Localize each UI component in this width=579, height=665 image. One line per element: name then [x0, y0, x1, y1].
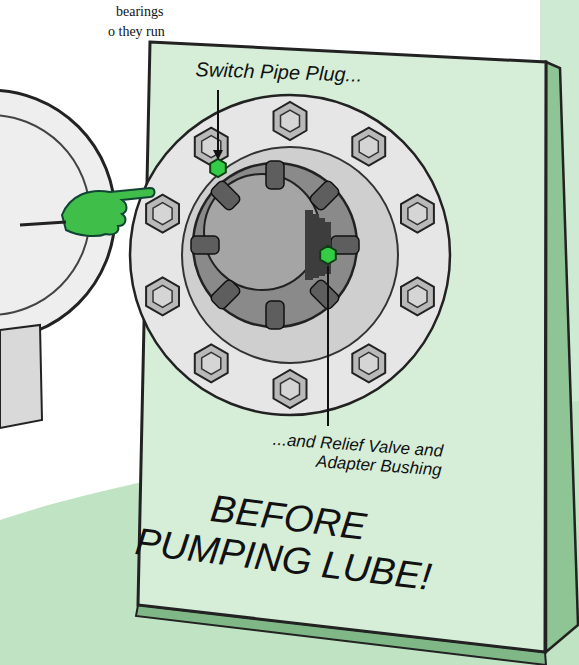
lug-nut-face: [153, 203, 172, 225]
relief-valve: [320, 246, 336, 264]
arm: [20, 222, 66, 225]
sign-back-leg: [546, 62, 578, 652]
pointing-hand: [62, 188, 155, 236]
lug-nut: [146, 195, 179, 233]
hub-cap: [204, 174, 320, 290]
leader-line: [327, 266, 329, 426]
pipe-plug: [210, 159, 226, 177]
lug-nut-face: [281, 110, 300, 132]
lug-nut: [401, 195, 434, 233]
lug-nut: [352, 128, 385, 166]
lug-nut-face: [281, 378, 300, 400]
lug-nut-face: [153, 285, 172, 307]
hub-bolt: [308, 278, 341, 311]
lug-nut-face: [359, 136, 378, 158]
wheel-hub: [130, 95, 450, 415]
hub-bolt: [209, 278, 242, 311]
body-text: bearings: [116, 4, 206, 19]
hub-bolt: [266, 301, 284, 329]
lug-nut-face: [359, 352, 378, 374]
lug-nut: [401, 277, 434, 315]
lug-nut-face: [408, 285, 427, 307]
lug-nut: [195, 344, 228, 382]
hub-bolt: [191, 236, 219, 254]
arrow-line: [217, 90, 219, 158]
lug-nut: [274, 102, 307, 140]
lug-nut-face: [202, 352, 221, 374]
crate: [0, 325, 42, 428]
hub-bolt: [308, 179, 341, 212]
hub-bolt: [209, 179, 242, 212]
body-text: o they run: [108, 24, 198, 39]
lug-nut: [274, 370, 307, 408]
hub-bolt: [266, 161, 284, 189]
lug-nut: [352, 344, 385, 382]
lug-nut: [146, 277, 179, 315]
lug-nut-face: [408, 203, 427, 225]
lug-nut: [195, 128, 228, 166]
